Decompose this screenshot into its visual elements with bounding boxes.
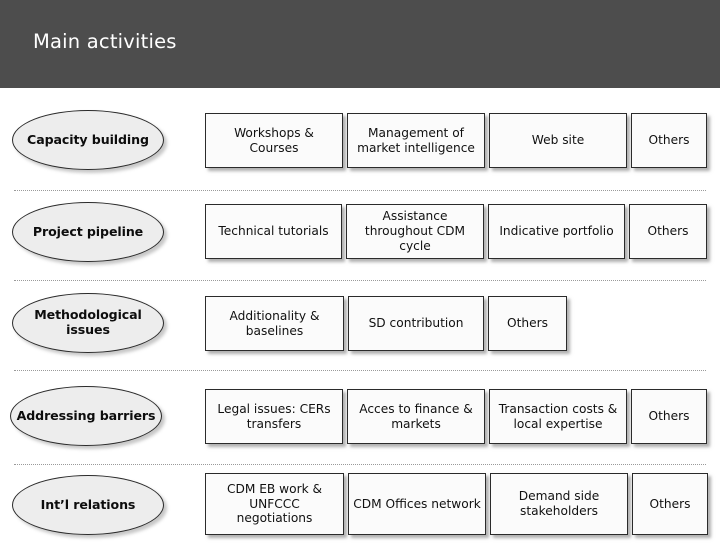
row-divider: [14, 370, 706, 371]
activity-box-demand-side-stakeholders[interactable]: Demand side stakeholders: [490, 473, 628, 535]
activity-box-others-1[interactable]: Others: [631, 113, 707, 168]
activity-box-indicative-portfolio[interactable]: Indicative portfolio: [488, 204, 625, 259]
activity-box-assistance-cdm-cycle[interactable]: Assistance throughout CDM cycle: [346, 204, 484, 259]
activity-box-sd-contribution[interactable]: SD contribution: [348, 296, 484, 351]
activity-box-others-4[interactable]: Others: [631, 389, 707, 444]
activity-box-cdm-eb-unfccc[interactable]: CDM EB work & UNFCCC negotiations: [205, 473, 344, 535]
header-band: [0, 0, 720, 88]
activity-row-project-pipeline: Project pipeline Technical tutorials Ass…: [0, 196, 720, 288]
category-label: Int’l relations: [40, 496, 136, 512]
activity-label: Assistance throughout CDM cycle: [364, 209, 466, 253]
category-methodological-issues[interactable]: Methodological issues: [12, 293, 164, 353]
row-divider: [14, 190, 706, 191]
activity-label: CDM EB work & UNFCCC negotiations: [226, 481, 323, 526]
activity-row-addressing-barriers: Addressing barriers Legal issues: CERs t…: [0, 380, 720, 472]
category-label: Addressing barriers: [16, 407, 156, 423]
row-divider: [14, 464, 706, 465]
activity-label: SD contribution: [368, 316, 464, 331]
activity-label: Additionality & baselines: [229, 308, 320, 338]
activity-label: Others: [647, 224, 689, 239]
activity-label: Legal issues: CERs transfers: [217, 401, 331, 431]
activity-label: Technical tutorials: [218, 224, 329, 239]
activity-label: Others: [649, 496, 691, 511]
activity-label: Others: [648, 133, 690, 148]
category-capacity-building[interactable]: Capacity building: [12, 110, 164, 170]
activity-label: Workshops & Courses: [234, 125, 314, 155]
activity-label: Web site: [531, 133, 585, 148]
activity-box-access-finance-markets[interactable]: Acces to finance & markets: [347, 389, 485, 444]
activity-box-web-site[interactable]: Web site: [489, 113, 627, 168]
activity-row-intl-relations: Int’l relations CDM EB work & UNFCCC neg…: [0, 468, 720, 560]
activity-label: Others: [648, 409, 690, 424]
activity-box-market-intelligence[interactable]: Management of market intelligence: [347, 113, 485, 168]
activity-box-workshops-courses[interactable]: Workshops & Courses: [205, 113, 343, 168]
activity-box-others-3[interactable]: Others: [488, 296, 567, 351]
activity-box-others-2[interactable]: Others: [629, 204, 707, 259]
activity-box-transaction-costs[interactable]: Transaction costs & local expertise: [489, 389, 627, 444]
slide-canvas: Main activities Capacity building Worksh…: [0, 0, 720, 535]
activity-label: Demand side stakeholders: [518, 489, 600, 518]
activity-label: Indicative portfolio: [499, 224, 614, 239]
activity-label: CDM Offices network: [353, 496, 481, 511]
activity-box-additionality-baselines[interactable]: Additionality & baselines: [205, 296, 344, 351]
category-label: Capacity building: [27, 131, 149, 147]
category-project-pipeline[interactable]: Project pipeline: [12, 202, 164, 262]
activity-label: Transaction costs & local expertise: [498, 401, 618, 431]
activity-row-methodological-issues: Methodological issues Additionality & ba…: [0, 288, 720, 380]
category-intl-relations[interactable]: Int’l relations: [12, 475, 164, 535]
activity-row-capacity-building: Capacity building Workshops & Courses Ma…: [0, 104, 720, 196]
activity-box-technical-tutorials[interactable]: Technical tutorials: [205, 204, 342, 259]
activity-label: Others: [507, 316, 548, 331]
activity-label: Management of market intelligence: [357, 125, 475, 155]
category-label: Project pipeline: [32, 223, 144, 239]
activity-box-legal-issues-cers[interactable]: Legal issues: CERs transfers: [205, 389, 343, 444]
activity-box-cdm-offices-network[interactable]: CDM Offices network: [348, 473, 486, 535]
page-title: Main activities: [33, 30, 177, 53]
category-addressing-barriers[interactable]: Addressing barriers: [10, 386, 162, 446]
activity-box-others-5[interactable]: Others: [632, 473, 708, 535]
category-label: Methodological issues: [34, 307, 142, 337]
row-divider: [14, 280, 706, 281]
activity-label: Acces to finance & markets: [359, 401, 473, 431]
